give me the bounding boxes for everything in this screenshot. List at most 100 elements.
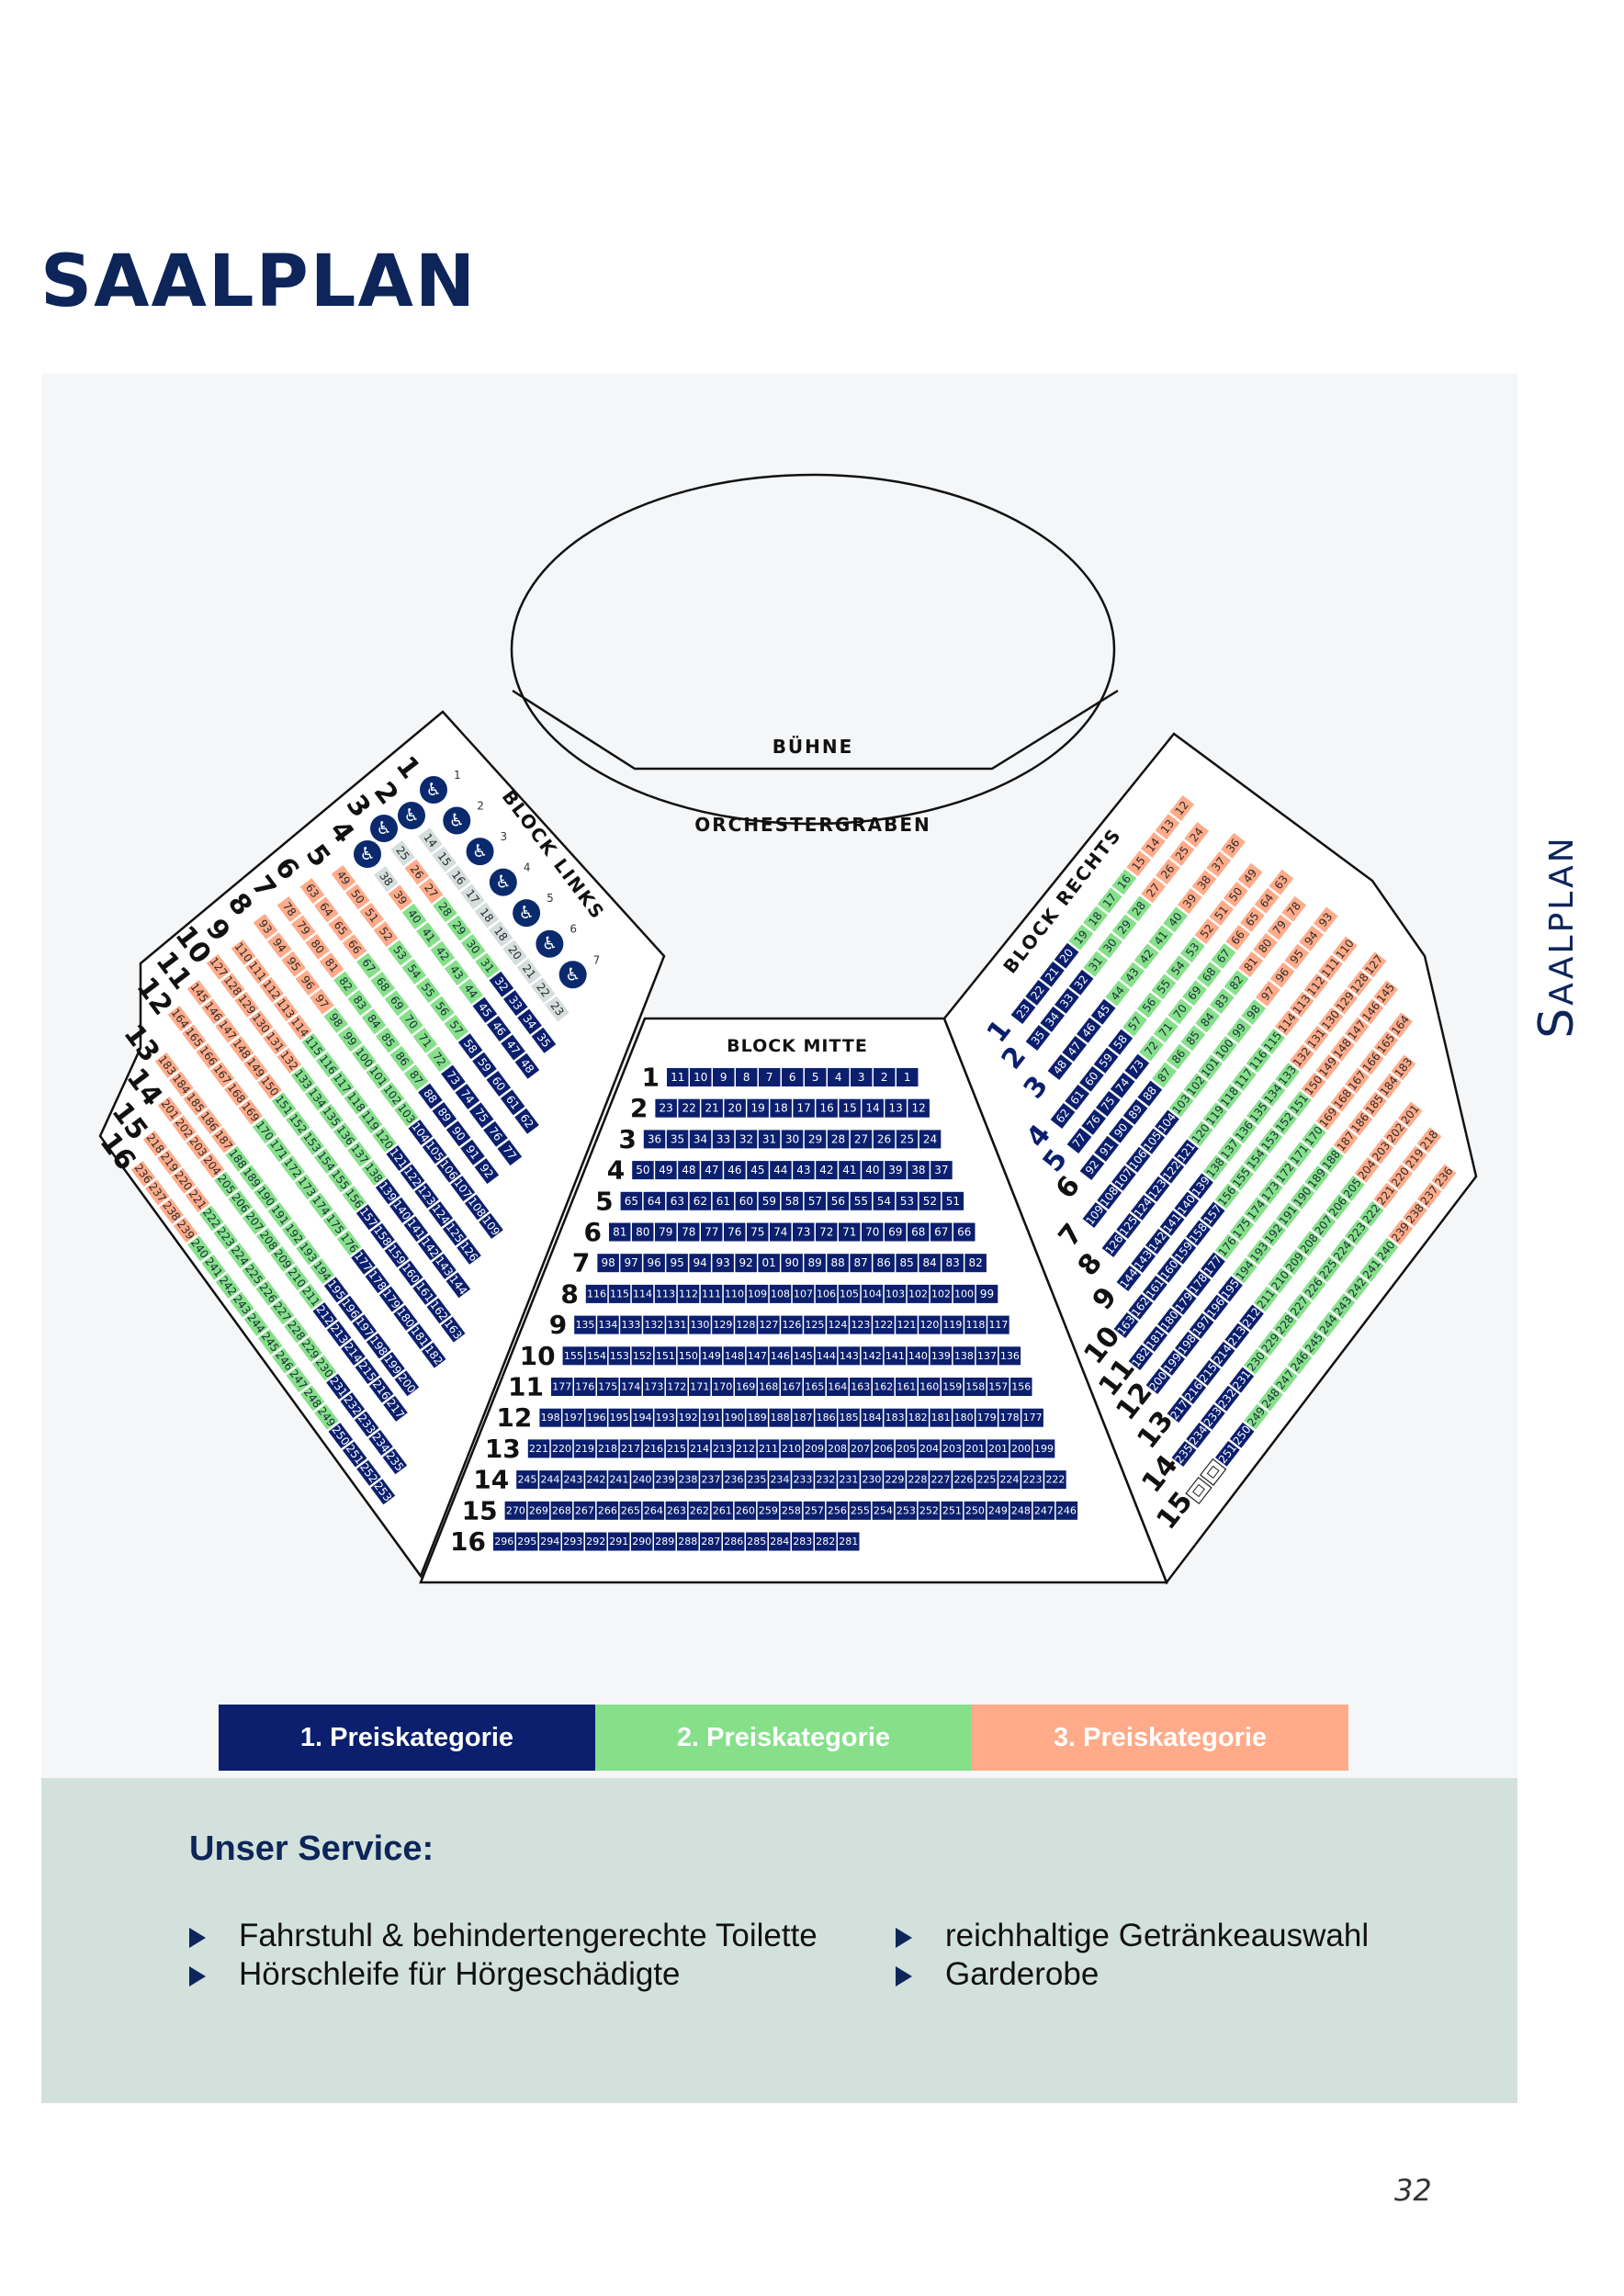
seat-number: 73	[796, 1226, 810, 1239]
seat-box	[169, 1071, 194, 1097]
seat-box	[460, 884, 485, 910]
seat-number: 171	[690, 1381, 709, 1393]
seat: 260	[734, 1501, 757, 1520]
seat: 18	[488, 920, 513, 947]
seat: 56	[430, 996, 455, 1022]
seat: 41	[1148, 925, 1174, 951]
seat-number: 240	[632, 1474, 651, 1486]
seat-number: 197	[564, 1412, 583, 1424]
seat: 253	[895, 1501, 918, 1520]
seat: 61	[500, 1089, 525, 1116]
seat-number: 137	[977, 1350, 997, 1362]
row-number: 6	[584, 1217, 602, 1247]
seat: 177	[1021, 1408, 1043, 1427]
seat-number: 283	[793, 1536, 812, 1548]
seat-number: 113	[656, 1288, 675, 1300]
seat-number: 121	[897, 1319, 916, 1331]
seat: 42	[430, 940, 456, 967]
seat-number: 157	[988, 1381, 1008, 1393]
wheelchair-icon	[466, 838, 494, 866]
seat: 244	[539, 1470, 561, 1490]
page-title: SAALPLAN	[40, 241, 478, 323]
seat: 44	[458, 978, 483, 1005]
seat-number: 3	[858, 1071, 865, 1084]
seat-box	[337, 1026, 363, 1052]
row-number: 4	[607, 1155, 625, 1186]
seat: 87	[850, 1254, 872, 1273]
seat: 52	[1194, 918, 1220, 945]
seat: 74	[1110, 1072, 1135, 1098]
seat-box	[196, 1042, 221, 1069]
seat: 185	[838, 1408, 860, 1427]
wheelchair-seat-number: 1	[454, 769, 461, 782]
seat-box	[1110, 1072, 1135, 1098]
seat-box	[408, 1120, 434, 1146]
seat-number: 43	[796, 1164, 810, 1176]
seat: 54	[1166, 955, 1190, 982]
seat-box	[312, 1302, 338, 1329]
seat: 184	[861, 1408, 883, 1427]
seat-number: 247	[1034, 1504, 1054, 1516]
seat: 13	[1155, 814, 1180, 840]
seat: 19	[1068, 924, 1094, 951]
seat: 69	[885, 1222, 907, 1242]
service-item-text: reichhaltige Getränkeauswahl	[945, 1918, 1370, 1953]
seat-number: 1	[904, 1071, 911, 1084]
seat: 62	[514, 1108, 539, 1134]
seat-number: 293	[563, 1536, 582, 1548]
seat-box	[388, 884, 413, 911]
seat-box	[545, 996, 570, 1022]
seat: 49	[331, 865, 356, 891]
seat-box	[428, 1201, 454, 1228]
wheelchair-seat: ♿4	[489, 861, 530, 896]
seat-number: 35	[671, 1132, 684, 1145]
seat-number: 78	[682, 1226, 695, 1239]
seat-box	[446, 915, 472, 941]
seat-number: 42	[819, 1164, 833, 1176]
row-number: 14	[473, 1465, 509, 1495]
seat-box	[455, 1084, 480, 1110]
seat: 4	[828, 1068, 850, 1086]
wheelchair-glyph: ♿	[542, 934, 558, 954]
seat-box	[1155, 859, 1180, 885]
seat-number: 292	[586, 1536, 605, 1548]
seat-number: 15	[843, 1102, 857, 1115]
seat-number: 194	[633, 1412, 652, 1424]
seat: 216	[642, 1439, 665, 1458]
row-number: 13	[485, 1434, 521, 1464]
seat: 40	[1163, 906, 1188, 933]
seat-number: 146	[771, 1350, 790, 1362]
seat: 81	[319, 952, 344, 979]
seat-box	[1191, 870, 1217, 896]
seat: 221	[527, 1439, 550, 1458]
seat-box	[199, 1205, 224, 1232]
seat: 234	[769, 1470, 791, 1490]
seat: 195	[608, 1408, 630, 1427]
seat: 111	[700, 1284, 723, 1303]
seat: 139	[930, 1346, 953, 1366]
seat-number: 182	[908, 1412, 928, 1424]
seat: 206	[872, 1439, 895, 1458]
seat-number: 183	[885, 1412, 905, 1424]
seat-number: 235	[747, 1474, 766, 1486]
seat-box	[421, 1342, 446, 1368]
seat-box	[1221, 832, 1246, 859]
seat: 225	[976, 1470, 998, 1490]
seat: 11	[667, 1068, 689, 1086]
seat-box	[530, 977, 556, 1004]
wheelchair-glyph: ♿	[359, 844, 375, 864]
seat-box	[531, 1027, 557, 1053]
wheelchair-icon	[370, 815, 398, 842]
seat-box	[1077, 1017, 1101, 1043]
seat-number: 266	[598, 1504, 617, 1516]
seat-number: 211	[759, 1443, 778, 1455]
seat: 269	[527, 1501, 550, 1520]
seat: 241	[608, 1470, 630, 1490]
seat-box	[276, 896, 302, 922]
seat: 268	[550, 1501, 573, 1520]
seat: 23	[1010, 998, 1036, 1024]
seat-box	[228, 1189, 254, 1216]
legend-category-2: 2. Preiskategorie	[595, 1705, 972, 1771]
seat-number: 210	[782, 1443, 801, 1455]
seat-box	[328, 915, 354, 941]
